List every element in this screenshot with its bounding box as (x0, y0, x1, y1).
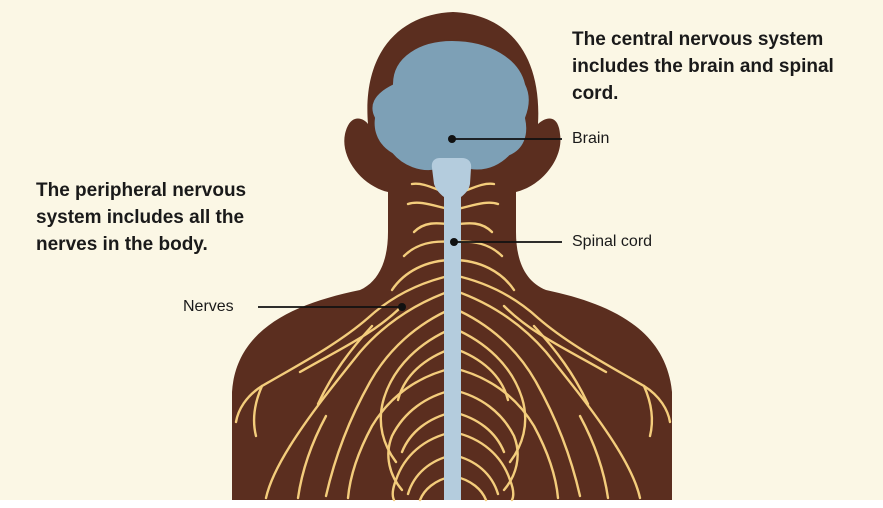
brain-leader-dot (448, 135, 456, 143)
nerves-leader-dot (398, 303, 406, 311)
spinal-cord-leader-dot (450, 238, 458, 246)
nerves-label: Nerves (183, 298, 234, 316)
peripheral-nervous-system-caption: The peripheral nervous system includes a… (36, 177, 281, 258)
central-nervous-system-caption: The central nervous system includes the … (572, 26, 864, 107)
brain-label: Brain (572, 130, 609, 148)
spinal-cord-label: Spinal cord (572, 233, 652, 251)
